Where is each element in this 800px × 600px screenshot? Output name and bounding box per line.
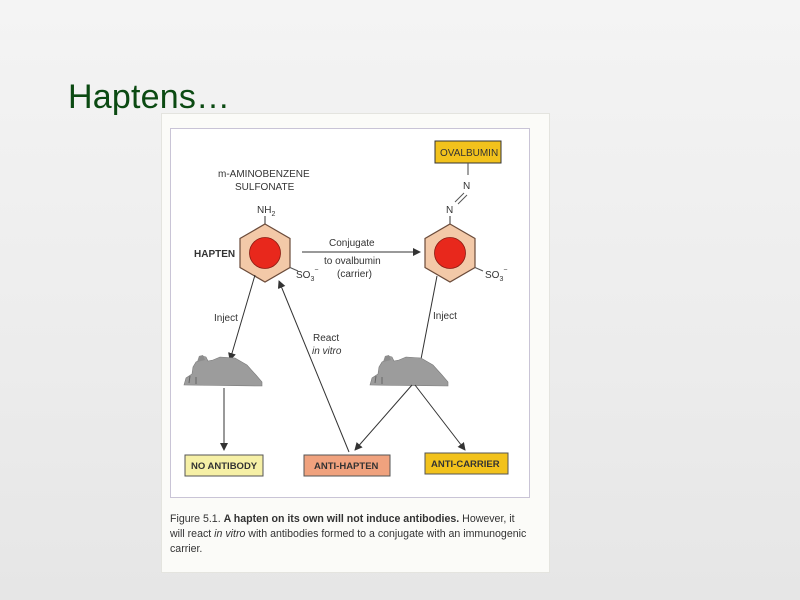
react-line1: React — [313, 333, 339, 344]
conjugate-line3: (carrier) — [337, 269, 372, 280]
conjugate-line1: Conjugate — [329, 238, 375, 249]
so3-bond-left — [289, 266, 299, 272]
anti-hapten-box — [303, 454, 391, 477]
inject-arrow-left — [228, 274, 256, 361]
anti-carrier-box — [424, 452, 509, 475]
figure-frame — [170, 128, 530, 498]
result-arrow-anti-hapten — [354, 384, 413, 451]
molecule-name-line2: SULFONATE — [235, 182, 295, 193]
anti-carrier-label: ANTI-CARRIER — [431, 459, 500, 470]
so3-bond-right — [474, 266, 484, 272]
caption-lead: A hapten on its own will not induce anti… — [223, 513, 460, 525]
so3-label-right: SO3− — [485, 267, 507, 283]
anti-hapten-label: ANTI-HAPTEN — [314, 461, 379, 472]
molecule-name-line1: m-AMINOBENZENE — [218, 169, 310, 180]
caption-text-2: with antibodies formed to a conjugate wi… — [170, 528, 527, 555]
mouse-icon — [369, 355, 449, 387]
nh2-label: NH2 — [257, 205, 275, 218]
inject-label-left: Inject — [214, 313, 238, 324]
so3-label-left: SO3− — [296, 267, 318, 283]
mouse-icon — [183, 355, 263, 387]
conjugate-line2: to ovalbumin — [324, 256, 381, 267]
azo-double-bond-b — [457, 194, 468, 205]
inject-label-right: Inject — [433, 311, 457, 322]
react-in-vitro-arrow — [277, 280, 350, 453]
caption-label: Figure 5.1. — [170, 513, 221, 525]
hapten-label: HAPTEN — [194, 249, 235, 260]
no-antibody-box — [184, 454, 264, 477]
azo-n1: N — [463, 181, 470, 192]
caption-in-vitro: in vitro — [214, 528, 246, 540]
no-antibody-label: NO ANTIBODY — [191, 461, 258, 472]
benzene-ring-icon — [239, 223, 291, 283]
benzene-ring-icon — [424, 223, 476, 283]
azo-n2: N — [446, 205, 453, 216]
react-line2: in vitro — [312, 346, 342, 357]
result-arrow-anti-carrier — [414, 384, 466, 451]
slide-title: Haptens… — [68, 78, 231, 116]
azo-double-bond-a — [454, 192, 465, 203]
ovalbumin-label: OVALBUMIN — [440, 148, 498, 159]
caption-text-1: However, it will react — [170, 513, 515, 540]
figure-caption: Figure 5.1. A hapten on its own will not… — [170, 512, 532, 557]
